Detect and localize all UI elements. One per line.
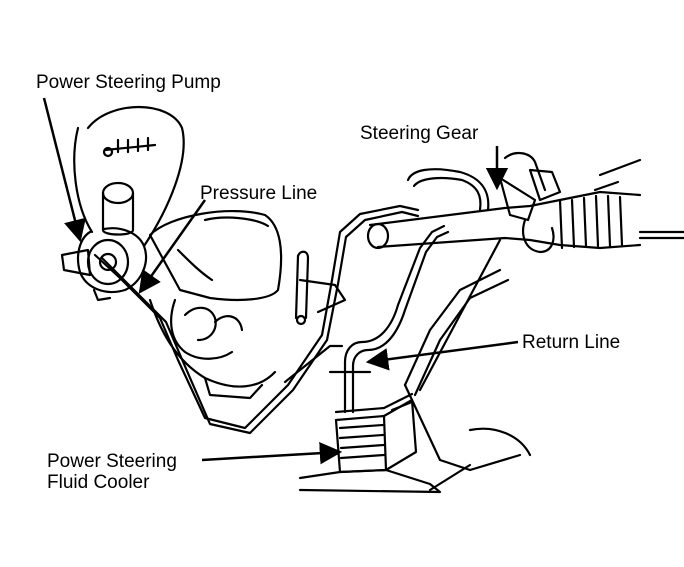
leader-cooler-arrow bbox=[201, 441, 343, 465]
leader-pressure-arrow bbox=[138, 199, 207, 294]
steering-gear-label: Steering Gear bbox=[360, 123, 479, 144]
return-line-label: Return Line bbox=[522, 332, 621, 353]
fluid-cooler bbox=[298, 392, 442, 494]
fluid-cooler-label-line2: Fluid Cooler bbox=[47, 472, 150, 493]
fluid-cooler-label: Power Steering Fluid Cooler bbox=[47, 451, 177, 493]
pressure-line-label: Pressure Line bbox=[200, 183, 318, 204]
pressure-line bbox=[93, 204, 420, 435]
chassis-frame bbox=[328, 158, 642, 492]
pump-label: Power Steering Pump bbox=[36, 72, 221, 93]
engine-hose bbox=[294, 250, 347, 326]
leader-return-arrow bbox=[365, 340, 519, 371]
fluid-cooler-label-line1: Power Steering bbox=[47, 451, 177, 472]
leader-pump-arrow bbox=[42, 97, 86, 243]
steering-gear bbox=[366, 152, 684, 254]
tensioner-bolt bbox=[102, 136, 157, 158]
engine-block bbox=[148, 209, 283, 400]
power-steering-pump bbox=[60, 105, 185, 302]
